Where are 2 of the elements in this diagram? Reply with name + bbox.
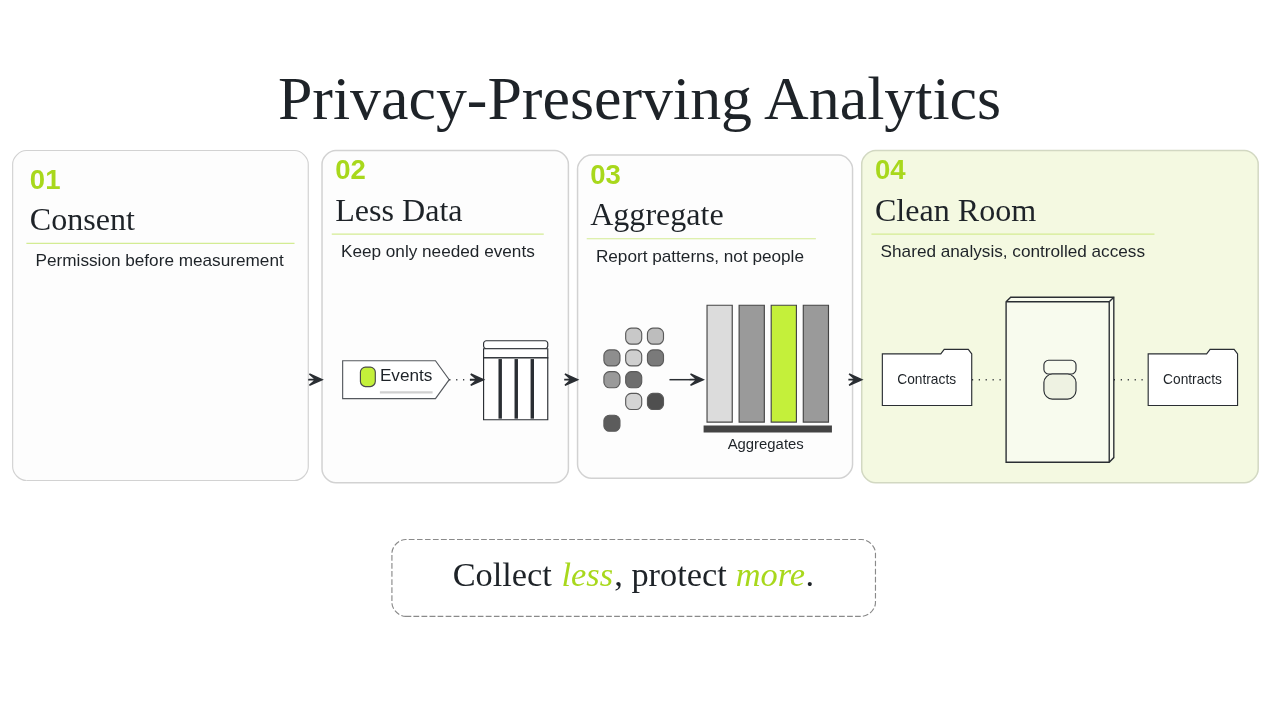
node-label: Aggregates <box>727 435 804 452</box>
diagram-title: Privacy-Preserving Analytics <box>277 63 1002 132</box>
